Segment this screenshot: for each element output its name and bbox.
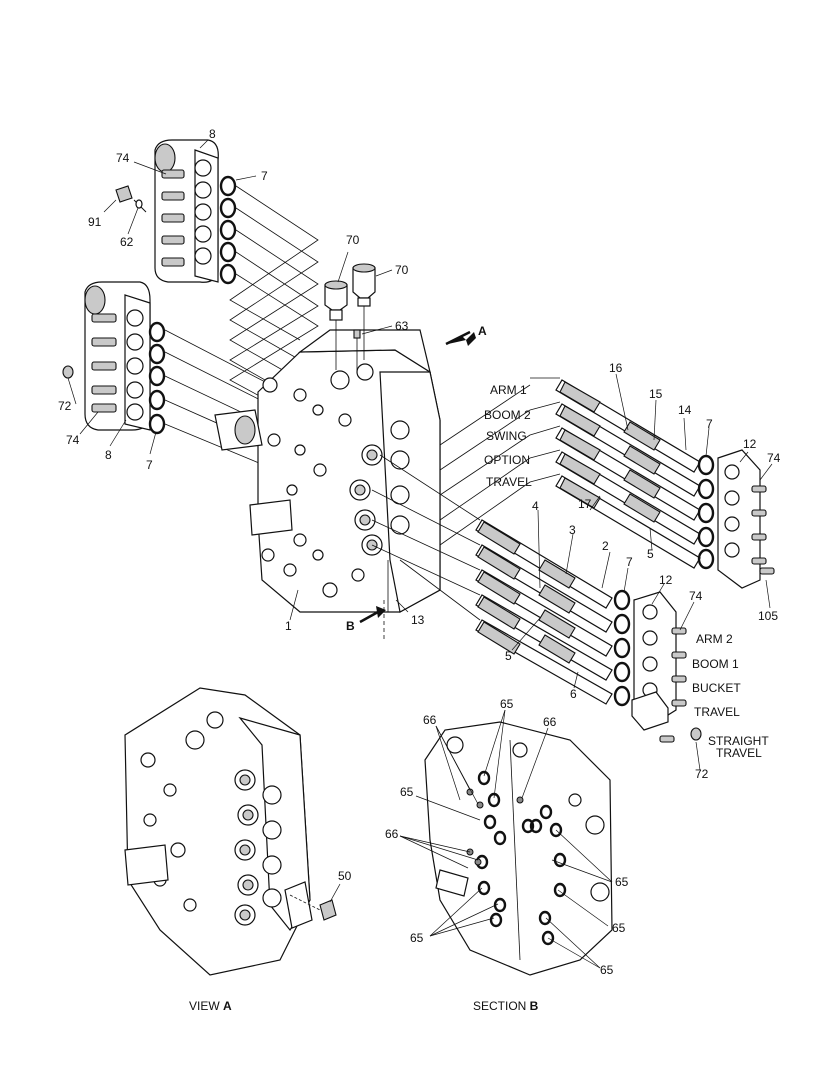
part-label-12a: 12 bbox=[743, 437, 757, 451]
part-label-1: 1 bbox=[285, 619, 292, 633]
view-markers: A B bbox=[346, 324, 487, 633]
part-label-13: 13 bbox=[411, 613, 425, 627]
main-valve-body bbox=[214, 329, 441, 613]
part-label-72b: 72 bbox=[695, 767, 709, 781]
spool-function-labels: ARM 1 BOOM 2 SWING OPTION TRAVEL ARM 2 B… bbox=[484, 383, 769, 760]
label-travel-upper: TRAVEL bbox=[486, 475, 532, 489]
label-boom1: BOOM 1 bbox=[692, 657, 739, 671]
part-label-65c: 65 bbox=[615, 875, 629, 889]
part-label-65e: 65 bbox=[410, 931, 424, 945]
relief-valves bbox=[324, 263, 376, 372]
label-swing: SWING bbox=[486, 429, 527, 443]
part-label-66b: 66 bbox=[543, 715, 557, 729]
part-label-2: 2 bbox=[602, 539, 609, 553]
upper-pilot-cover-group bbox=[115, 139, 237, 285]
part-label-63: 63 bbox=[395, 319, 409, 333]
part-label-65b: 65 bbox=[400, 785, 414, 799]
part-label-4: 4 bbox=[532, 499, 539, 513]
part-label-7b: 7 bbox=[146, 458, 153, 472]
view-arrows bbox=[359, 330, 476, 640]
part-label-62: 62 bbox=[120, 235, 134, 249]
caption-view-a-prefix: VIEW bbox=[189, 999, 223, 1013]
label-straight-travel-line1: STRAIGHT bbox=[708, 734, 769, 748]
part-label-15: 15 bbox=[649, 387, 663, 401]
section-b-drawing bbox=[424, 721, 613, 976]
caption-section-b-letter: B bbox=[530, 999, 539, 1013]
part-label-16: 16 bbox=[609, 361, 623, 375]
marker-section-b: B bbox=[346, 619, 355, 633]
part-label-72a: 72 bbox=[58, 399, 72, 413]
view-a-drawing bbox=[124, 687, 337, 976]
label-option: OPTION bbox=[484, 453, 530, 467]
part-label-105: 105 bbox=[758, 609, 778, 623]
leader-lines bbox=[67, 139, 773, 969]
part-label-70a: 70 bbox=[346, 233, 360, 247]
lower-pilot-cover-group bbox=[62, 281, 166, 435]
label-travel-lower: TRAVEL bbox=[694, 705, 740, 719]
part-label-65d: 65 bbox=[612, 921, 626, 935]
part-label-74b: 74 bbox=[66, 433, 80, 447]
part-label-8a: 8 bbox=[209, 127, 216, 141]
part-label-65a: 65 bbox=[500, 697, 514, 711]
part-label-70b: 70 bbox=[395, 263, 409, 277]
part-label-74a: 74 bbox=[116, 151, 130, 165]
label-arm1: ARM 1 bbox=[490, 383, 527, 397]
part-label-5a: 5 bbox=[647, 547, 654, 561]
part-label-6: 6 bbox=[570, 687, 577, 701]
part-number-labels: 8 74 7 91 62 70 70 63 72 74 8 7 1 13 16 … bbox=[58, 127, 781, 977]
caption-section-b-prefix: SECTION bbox=[473, 999, 530, 1013]
part-label-74c: 74 bbox=[767, 451, 781, 465]
marker-view-a: A bbox=[478, 324, 487, 338]
label-bucket: BUCKET bbox=[692, 681, 741, 695]
caption-view-a: VIEW A bbox=[189, 999, 232, 1013]
part-label-66c: 66 bbox=[385, 827, 399, 841]
part-label-7a: 7 bbox=[261, 169, 268, 183]
label-arm2: ARM 2 bbox=[696, 632, 733, 646]
upper-spool-set bbox=[439, 377, 775, 589]
part-label-8b: 8 bbox=[105, 448, 112, 462]
part-label-3: 3 bbox=[569, 523, 576, 537]
part-label-12b: 12 bbox=[659, 573, 673, 587]
lower-spool-set bbox=[371, 454, 702, 743]
part-label-66a: 66 bbox=[423, 713, 437, 727]
part-label-74d: 74 bbox=[689, 589, 703, 603]
part-label-14: 14 bbox=[678, 403, 692, 417]
captions: VIEW A SECTION B bbox=[189, 999, 539, 1013]
part-label-17: 17 bbox=[578, 497, 592, 511]
label-straight-travel-line2: TRAVEL bbox=[716, 746, 762, 760]
part-label-7c: 7 bbox=[706, 417, 713, 431]
caption-view-a-letter: A bbox=[223, 999, 232, 1013]
label-boom2: BOOM 2 bbox=[484, 408, 531, 422]
part-label-91: 91 bbox=[88, 215, 102, 229]
part-label-50: 50 bbox=[338, 869, 352, 883]
part-label-65f: 65 bbox=[600, 963, 614, 977]
part-label-7d: 7 bbox=[626, 555, 633, 569]
caption-section-b: SECTION B bbox=[473, 999, 539, 1013]
part-label-5b: 5 bbox=[505, 649, 512, 663]
